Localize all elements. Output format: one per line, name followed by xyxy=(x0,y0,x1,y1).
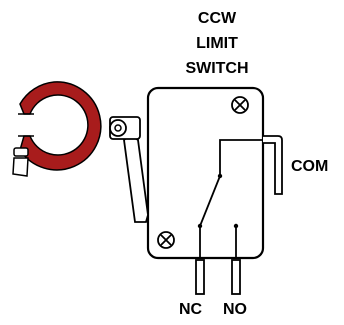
com-label: COM xyxy=(291,158,329,175)
com-terminal xyxy=(263,135,283,195)
pivot-dot xyxy=(217,173,223,179)
internal-wiring xyxy=(199,139,263,258)
top-screw-icon xyxy=(231,96,249,114)
lever-arm xyxy=(123,133,149,223)
no-pin xyxy=(231,259,241,295)
title-line-3: SWITCH xyxy=(185,60,249,77)
nc-pin xyxy=(195,259,205,295)
no-label: NO xyxy=(223,301,247,318)
bottom-screw-icon xyxy=(157,231,175,249)
cam-icon xyxy=(18,81,102,171)
no-contact-dot xyxy=(233,223,239,229)
title-line-2: LIMIT xyxy=(196,35,238,52)
cam-set-screw-icon xyxy=(12,147,29,177)
nc-contact-dot xyxy=(197,223,203,229)
switch-body xyxy=(146,86,265,260)
title-line-1: CCW xyxy=(197,10,237,27)
roller-icon xyxy=(109,119,127,137)
nc-label: NC xyxy=(179,301,203,318)
